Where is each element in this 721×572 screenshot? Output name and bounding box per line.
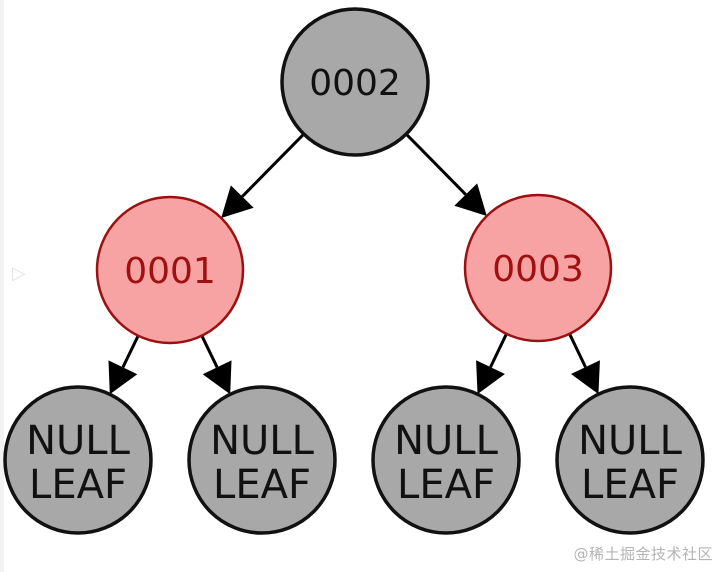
tree-node-0003: 0003	[463, 193, 613, 343]
tree-node-0001: 0001	[95, 195, 245, 345]
arrowhead-n3-l4	[571, 360, 600, 395]
edge-n3-l3	[489, 333, 508, 368]
node-label: NULL	[394, 418, 498, 464]
chevron-right-icon[interactable]: ▷	[12, 263, 26, 284]
tree-node-0002: 0002	[280, 7, 430, 157]
black-node-circle	[555, 385, 705, 535]
black-node-circle	[187, 385, 337, 535]
node-label: LEAF	[581, 462, 679, 508]
node-label: 0001	[124, 251, 216, 292]
edge-n2-n1	[241, 132, 305, 198]
edge-n2-n3	[405, 132, 467, 196]
edge-n3-l4	[568, 333, 587, 368]
node-label: LEAF	[213, 462, 311, 508]
node-label: NULL	[210, 418, 314, 464]
node-label: NULL	[578, 418, 682, 464]
arrowhead-n1-l2	[202, 360, 232, 395]
black-node-circle	[280, 7, 430, 157]
node-label: LEAF	[397, 462, 495, 508]
arrowhead-n2-n3	[454, 183, 487, 216]
red-node-circle	[463, 193, 613, 343]
left-edge-bar	[0, 0, 4, 572]
arrowhead-n1-l1	[108, 360, 138, 395]
node-label: 0002	[309, 63, 401, 104]
black-node-circle	[3, 385, 153, 535]
red-node-circle	[95, 195, 245, 345]
edge-n1-l2	[200, 335, 219, 368]
node-label: 0003	[492, 249, 584, 290]
node-label: LEAF	[29, 462, 127, 508]
node-label: NULL	[26, 418, 130, 464]
edge-n1-l1	[121, 335, 140, 368]
arrowhead-n3-l3	[476, 360, 505, 395]
arrowhead-n2-n1	[221, 185, 254, 218]
watermark: @稀土掘金技术社区	[573, 545, 713, 563]
black-node-circle	[371, 385, 521, 535]
